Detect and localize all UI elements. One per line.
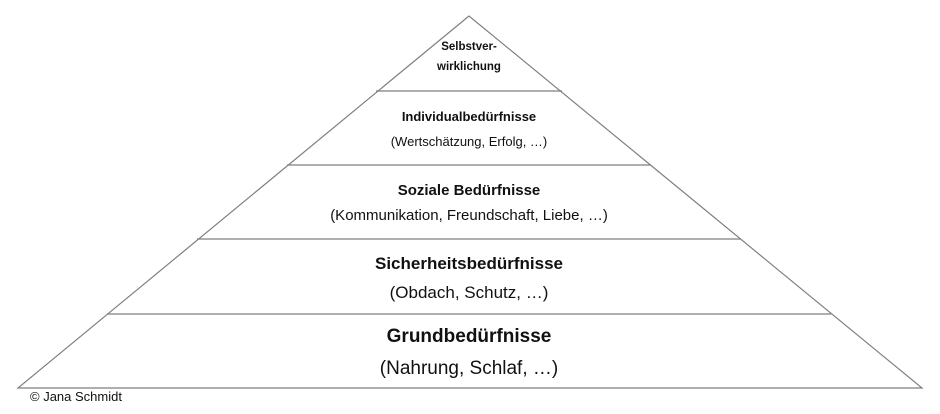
level-esteem: Individualbedürfnisse (Wertschätzung, Er… bbox=[391, 109, 548, 149]
level-subtitle: (Kommunikation, Freundschaft, Liebe, …) bbox=[330, 207, 608, 224]
level-title: Selbstver- bbox=[441, 41, 497, 53]
level-title: Grundbedürfnisse bbox=[387, 326, 552, 347]
level-title: Soziale Bedürfnisse bbox=[398, 182, 541, 199]
level-subtitle: (Wertschätzung, Erfolg, …) bbox=[391, 134, 548, 149]
level-physiological: Grundbedürfnisse (Nahrung, Schlaf, …) bbox=[380, 326, 558, 379]
level-subtitle: (Nahrung, Schlaf, …) bbox=[380, 358, 558, 379]
level-title: Sicherheitsbedürfnisse bbox=[375, 254, 563, 273]
level-self-actualization: Selbstver- wirklichung bbox=[436, 41, 501, 73]
level-title: Individualbedürfnisse bbox=[402, 109, 536, 124]
pyramid-outline bbox=[16, 15, 924, 389]
copyright-notice: © Jana Schmidt bbox=[30, 389, 122, 404]
level-social: Soziale Bedürfnisse (Kommunikation, Freu… bbox=[330, 182, 608, 224]
level-title: wirklichung bbox=[436, 61, 501, 73]
level-subtitle: (Obdach, Schutz, …) bbox=[390, 283, 549, 302]
level-safety: Sicherheitsbedürfnisse (Obdach, Schutz, … bbox=[375, 254, 563, 302]
